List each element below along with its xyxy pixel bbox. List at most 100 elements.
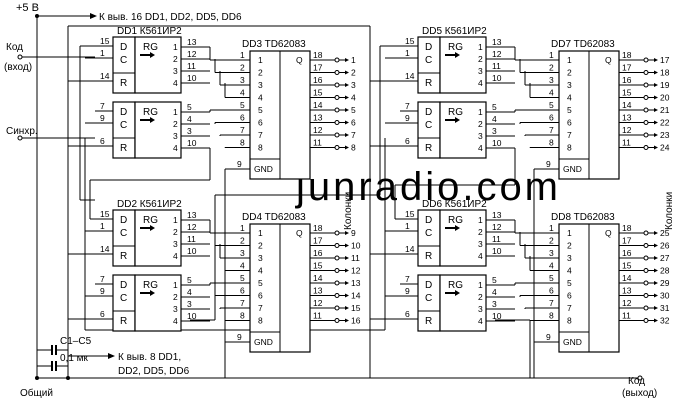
output-terminal bbox=[334, 120, 340, 125]
pin-number: 5 bbox=[240, 273, 245, 283]
column-output-number: 19 bbox=[660, 80, 670, 90]
register-q-number: 4 bbox=[173, 143, 178, 153]
output-terminal bbox=[643, 293, 649, 298]
output-terminal bbox=[334, 230, 340, 236]
driver-input-number: 8 bbox=[258, 316, 263, 326]
register-data-box bbox=[134, 101, 182, 159]
column-output-number: 30 bbox=[660, 291, 670, 301]
pin-number: 17 bbox=[622, 63, 632, 73]
column-output-number: 24 bbox=[660, 143, 670, 153]
pin-number: 14 bbox=[313, 100, 323, 110]
register-c-label: C bbox=[120, 228, 127, 239]
register-r-label: R bbox=[120, 78, 127, 89]
pin-number: 13 bbox=[313, 113, 323, 123]
register-q-number: 1 bbox=[173, 42, 178, 52]
pin-number: 1 bbox=[100, 221, 105, 231]
pin-number: 10 bbox=[187, 73, 197, 83]
column-output-number: 20 bbox=[660, 93, 670, 103]
pin-number: 3 bbox=[240, 248, 245, 258]
pin-number: 14 bbox=[100, 244, 110, 254]
output-terminal bbox=[643, 268, 649, 273]
pin-number: 17 bbox=[313, 236, 323, 246]
pin-number: 11 bbox=[313, 311, 322, 321]
register-q-number: 4 bbox=[173, 78, 178, 88]
output-terminal bbox=[334, 293, 340, 298]
driver-input-number: 5 bbox=[567, 105, 572, 115]
pin-number: 7 bbox=[405, 101, 410, 111]
pin-number: 10 bbox=[187, 138, 197, 148]
caps-label-line1: C1–C5 bbox=[60, 336, 92, 347]
arrow-icon bbox=[654, 70, 658, 75]
register-rg-label: RG bbox=[448, 280, 463, 291]
pin-number: 15 bbox=[622, 88, 632, 98]
driver-input-number: 2 bbox=[258, 241, 263, 251]
driver-input-number: 3 bbox=[567, 253, 572, 263]
arrow-icon bbox=[345, 243, 349, 248]
pin-number: 14 bbox=[622, 100, 632, 110]
pin-number: 12 bbox=[313, 298, 323, 308]
arrow-icon bbox=[654, 95, 658, 100]
pin-number: 1 bbox=[240, 223, 245, 233]
driver-input-number: 7 bbox=[258, 130, 263, 140]
register-data-box bbox=[439, 209, 487, 267]
pin-number: 4 bbox=[549, 88, 554, 98]
driver-input-number: 7 bbox=[258, 303, 263, 313]
register-q-number: 1 bbox=[478, 42, 483, 52]
chain-wiring bbox=[68, 45, 544, 378]
pin-number: 6 bbox=[405, 136, 410, 146]
arrow-icon bbox=[654, 243, 658, 248]
register-q-number: 1 bbox=[173, 280, 178, 290]
pin-number: 7 bbox=[405, 274, 410, 284]
register-d-label: D bbox=[425, 280, 432, 291]
driver-input-number: 2 bbox=[567, 241, 572, 251]
pin-number: 8 bbox=[240, 138, 245, 148]
driver-input-number: 4 bbox=[567, 93, 572, 103]
pin-number: 10 bbox=[492, 73, 502, 83]
column-output-number: 11 bbox=[351, 253, 360, 263]
pin-number: 6 bbox=[100, 309, 105, 319]
driver-gnd-label: GND bbox=[254, 337, 273, 347]
arrow-icon bbox=[345, 58, 349, 62]
column-output-number: 17 bbox=[660, 55, 670, 65]
driver-input-number: 7 bbox=[567, 130, 572, 140]
pin16-note: К выв. 16 DD1, DD2, DD5, DD6 bbox=[99, 12, 242, 23]
register-rg-label: RG bbox=[448, 215, 463, 226]
register-q-number: 4 bbox=[478, 316, 483, 326]
output-terminal bbox=[334, 280, 340, 286]
output-terminal bbox=[643, 132, 649, 138]
output-terminal bbox=[643, 70, 649, 75]
arrow-icon bbox=[654, 281, 658, 285]
pin-number: 6 bbox=[549, 286, 554, 296]
column-output-number: 23 bbox=[660, 130, 670, 140]
arrow-icon bbox=[345, 293, 349, 298]
pin-number: 11 bbox=[187, 234, 196, 244]
register-c-label: C bbox=[425, 228, 432, 239]
register-q-number: 4 bbox=[173, 316, 178, 326]
pin-number: 16 bbox=[622, 75, 632, 85]
code-out-label-line2: (выход) bbox=[622, 388, 657, 399]
driver-input-number: 8 bbox=[567, 143, 572, 153]
output-terminal bbox=[334, 318, 340, 323]
output-terminal bbox=[643, 95, 649, 100]
column-output-number: 31 bbox=[660, 303, 670, 313]
pin-number: 3 bbox=[549, 75, 554, 85]
arrow-icon bbox=[654, 268, 658, 273]
register-r-label: R bbox=[425, 78, 432, 89]
interconnect-dd1-dd3 bbox=[209, 47, 235, 148]
output-terminal bbox=[643, 120, 649, 125]
pin-number: 14 bbox=[405, 244, 415, 254]
output-terminal bbox=[643, 57, 649, 63]
arrow-icon bbox=[345, 120, 349, 125]
pin-number: 15 bbox=[622, 261, 632, 271]
interconnect-dd5-dd7 bbox=[514, 47, 544, 148]
pin-number: 5 bbox=[549, 273, 554, 283]
register-c-label: C bbox=[120, 55, 127, 66]
pin-number: 9 bbox=[100, 286, 105, 296]
register-q-number: 3 bbox=[478, 304, 483, 314]
shift-arrow-icon bbox=[445, 52, 460, 58]
register-rg-label: RG bbox=[143, 107, 158, 118]
